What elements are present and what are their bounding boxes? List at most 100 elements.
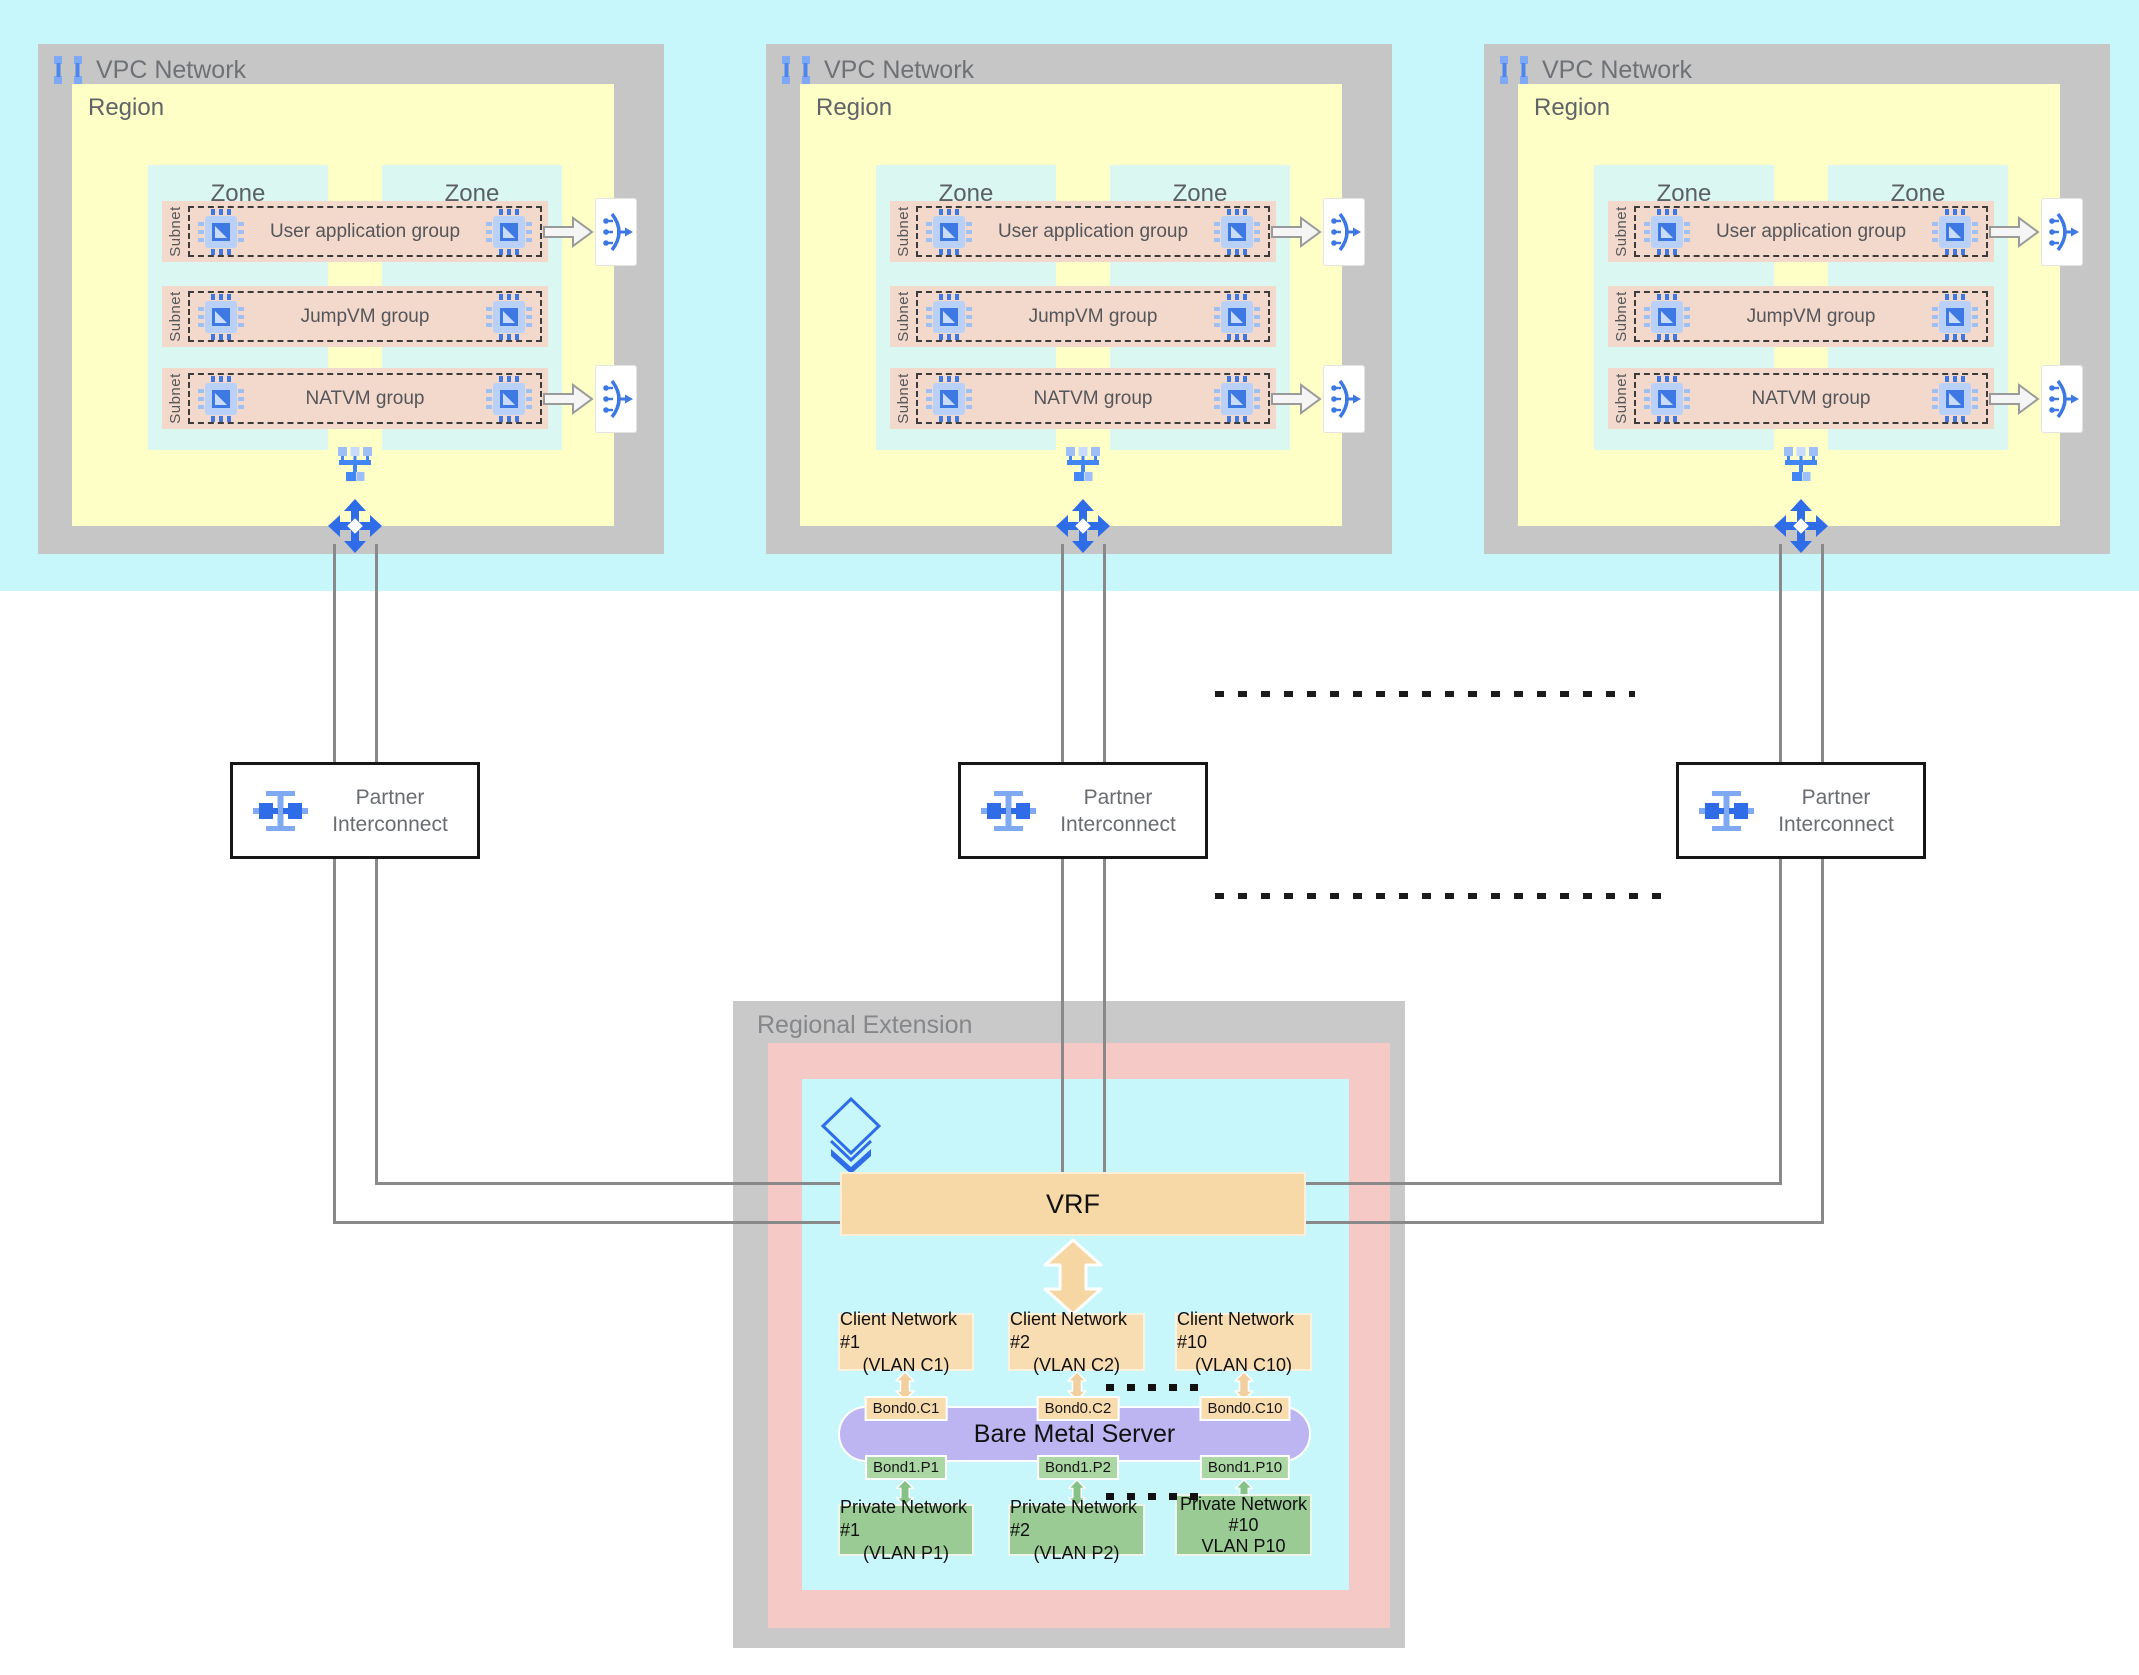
bond-label: Bond0.C1 [864,1396,948,1421]
vpc-network-block-2: VPC Network Region Zone Zone Subnet User… [766,44,1392,554]
client-network-name: Client Network #1 [840,1308,958,1352]
ellipsis-dots [1106,1493,1208,1500]
subnet-hub-icon [1063,446,1103,482]
client-network-vlan: (VLAN C1) [862,1354,950,1375]
private-network-name: Private Network #1 [840,1496,968,1540]
vm-instance-icon [486,209,532,255]
private-network-vlan: VLAN P10 [1201,1535,1286,1556]
partner-interconnect-icon [253,788,311,834]
group-label: User application group [997,220,1189,242]
subnet-row: Subnet NATVM group [162,368,548,429]
vm-instance-icon [926,376,972,422]
vpc-network-icon [52,54,84,86]
vpc-network-block-3: VPC Network Region Zone Zone Subnet User… [1484,44,2110,554]
load-balancer [1324,366,1364,432]
subnet-label: Subnet [1612,291,1630,342]
partner-interconnect-1: Partner Interconnect [230,762,480,859]
link-pi1-vrf-b2 [334,1221,840,1224]
group-label: NATVM group [305,387,425,409]
instance-group: JumpVM group [188,291,542,342]
region-label: Region [1534,94,1611,121]
layers-icon [819,1097,883,1175]
vm-instance-icon [486,376,532,422]
egress-arrow [542,214,594,250]
link-pi3-vrf-a2 [1306,1182,1782,1185]
egress-arrow [1270,381,1322,417]
instance-group: JumpVM group [916,291,1270,342]
private-network-10: Private Network #10 VLAN P10 [1175,1494,1312,1556]
subnet-label: Subnet [166,206,184,257]
partner-interconnect-icon [981,788,1039,834]
client-network-2: Client Network #2 (VLAN C2) [1008,1309,1145,1375]
link-pi3-vrf-b [1821,859,1824,1224]
load-balancer-icon [1327,376,1361,422]
link-pi3-vrf-b2 [1306,1221,1824,1224]
subnet-row: Subnet JumpVM group [890,286,1276,347]
subnet-label: Subnet [894,373,912,424]
private-network-1: Private Network #1 (VLAN P1) [838,1497,974,1563]
subnet-row: Subnet NATVM group [890,368,1276,429]
vm-instance-icon [926,209,972,255]
client-network-10: Client Network #10 (VLAN C10) [1175,1309,1312,1375]
vm-instance-icon [198,376,244,422]
partner-interconnect-2: Partner Interconnect [958,762,1208,859]
subnet-hub-icon [1781,446,1821,482]
link-pi1-vrf-b [333,859,336,1224]
client-network-vlan: (VLAN C2) [1032,1354,1121,1375]
partner-interconnect-label: Partner Interconnect [1778,785,1894,836]
load-balancer [596,366,636,432]
ellipsis-dots [1106,1384,1208,1391]
subnet-label: Subnet [1612,206,1630,257]
subnet-row: Subnet NATVM group [1608,368,1994,429]
private-network-2: Private Network #2 (VLAN P2) [1008,1497,1145,1563]
client-network-1: Client Network #1 (VLAN C1) [838,1309,974,1375]
subnet-label: Subnet [894,291,912,342]
vm-instance-icon [486,294,532,340]
bond-label: Bond1.P10 [1199,1455,1291,1480]
vm-instance-icon [198,294,244,340]
ellipsis-dots-bottom [1215,893,1671,899]
egress-arrow [542,381,594,417]
vpc-network-icon [780,54,812,86]
vm-instance-icon [1214,376,1260,422]
vrf-bar: VRF [840,1172,1306,1236]
load-balancer-icon [599,376,633,422]
bond-label: Bond0.C10 [1199,1396,1291,1421]
instance-group: JumpVM group [1634,291,1988,342]
partner-interconnect-label: Partner Interconnect [332,785,448,836]
regional-extension: Regional Extension VRF Client Network #1… [733,1001,1405,1648]
private-network-name: Private Network #2 [1010,1496,1138,1540]
vm-instance-icon [1644,294,1690,340]
bond-label: Bond0.C2 [1036,1396,1120,1421]
vm-instance-icon [1932,376,1978,422]
vm-instance-icon [198,209,244,255]
bond-label: Bond1.P2 [1037,1455,1119,1480]
instance-group: NATVM group [1634,373,1988,424]
link-vpc1-b [375,544,378,762]
egress-arrow [1270,214,1322,250]
vrf-label: VRF [1046,1188,1100,1219]
subnet-row: Subnet User application group [1608,201,1994,262]
private-network-number: #10 [1228,1514,1259,1535]
private-network-name: Private Network [1179,1493,1308,1514]
load-balancer-icon [2045,376,2079,422]
region-box: Region Zone Zone Subnet User application… [72,84,614,526]
link-vpc2-b [1103,544,1106,762]
subnet-row: Subnet JumpVM group [162,286,548,347]
vpc-title: VPC Network [824,55,975,84]
subnet-row: Subnet JumpVM group [1608,286,1994,347]
group-label: JumpVM group [1746,305,1876,327]
load-balancer-icon [599,209,633,255]
link-vpc1-a [333,544,336,762]
link-pi1-vrf-a [375,859,378,1185]
partner-interconnect-icon [1699,788,1757,834]
group-label: NATVM group [1751,387,1871,409]
vpc-title: VPC Network [96,55,247,84]
vpc-network-block-1: VPC Network Region Zone Zone Subnet User… [38,44,664,554]
link-vpc3-b [1821,544,1824,762]
load-balancer [1324,199,1364,265]
subnet-label: Subnet [166,291,184,342]
link-vpc2-a [1061,544,1064,762]
subnet-label: Subnet [166,373,184,424]
